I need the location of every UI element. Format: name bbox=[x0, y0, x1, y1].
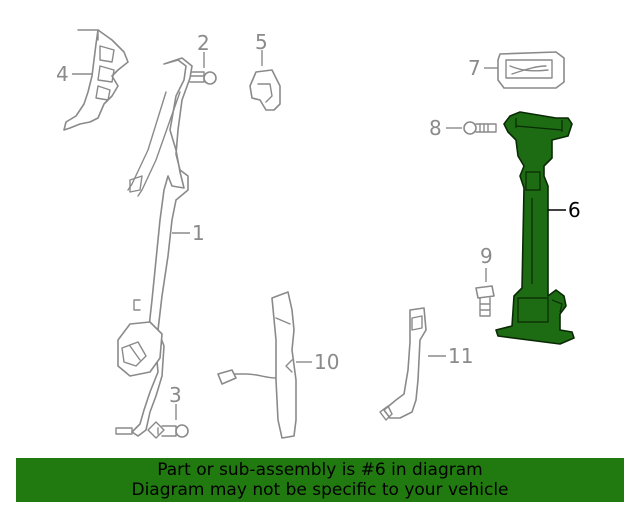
callout-4: 4 bbox=[56, 62, 69, 86]
part-10-buckle bbox=[217, 291, 297, 439]
banner-line-1: Part or sub-assembly is #6 in diagram bbox=[157, 460, 483, 480]
part-8-bolt bbox=[463, 121, 497, 135]
part-7-cover bbox=[497, 51, 565, 89]
callout-9: 9 bbox=[480, 244, 493, 268]
part-4-bracket bbox=[63, 29, 129, 131]
callout-3: 3 bbox=[169, 383, 182, 407]
callout-5: 5 bbox=[255, 30, 268, 54]
callout-11: 11 bbox=[448, 344, 473, 368]
part-3-bolt bbox=[157, 424, 189, 438]
callout-10: 10 bbox=[314, 350, 339, 374]
part-6-height-adjuster bbox=[495, 111, 575, 345]
part-2-bolt bbox=[185, 71, 217, 85]
parts-diagram: 4 2 5 1 3 bbox=[56, 29, 581, 439]
info-banner: Part or sub-assembly is #6 in diagram Di… bbox=[16, 458, 624, 502]
part-5-cover bbox=[249, 69, 281, 111]
banner-line-2: Diagram may not be specific to your vehi… bbox=[131, 480, 509, 500]
callout-2: 2 bbox=[197, 31, 210, 55]
part-9-bolt bbox=[475, 285, 495, 317]
part-11-strap bbox=[379, 307, 427, 421]
callout-8: 8 bbox=[429, 116, 442, 140]
callout-7: 7 bbox=[468, 56, 481, 80]
callout-6: 6 bbox=[568, 198, 581, 222]
callout-1: 1 bbox=[192, 221, 205, 245]
part-1-seatbelt-assembly bbox=[115, 57, 193, 439]
